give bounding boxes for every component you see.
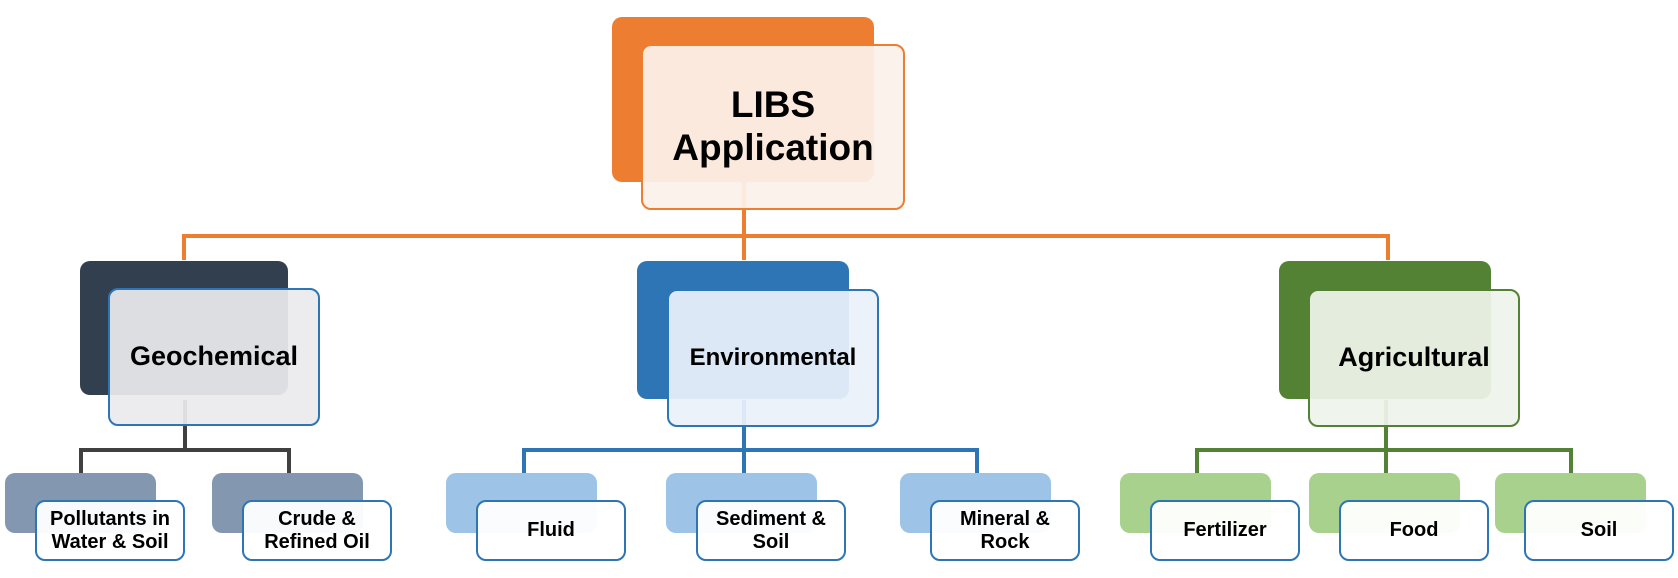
leaf-fluid: Fluid <box>476 500 626 561</box>
environmental-label: Environmental <box>689 344 857 372</box>
connector-root-agricultural <box>744 234 1390 260</box>
leaf-soil: Soil <box>1524 500 1674 561</box>
leaf-sediment-soil: Sediment & Soil <box>696 500 846 561</box>
environmental-node: Environmental <box>667 289 879 427</box>
connector-agr-right <box>1386 448 1573 474</box>
root-label-line2: Application <box>672 127 874 168</box>
leaf-food: Food <box>1339 500 1489 561</box>
leaf-mineral-rock: Mineral & Rock <box>930 500 1080 561</box>
leaf-fertilizer: Fertilizer <box>1150 500 1300 561</box>
geochemical-node: Geochemical <box>108 288 320 426</box>
leaf-crude-refined-oil: Crude & Refined Oil <box>242 500 392 561</box>
root-label-line1: LIBS <box>730 84 816 126</box>
connector-geo-right <box>185 448 291 474</box>
agricultural-node: Agricultural <box>1308 289 1520 427</box>
agricultural-label: Agricultural <box>1338 342 1490 373</box>
leaf-pollutants-in-water-soil: Pollutants in Water & Soil <box>35 500 185 561</box>
root-node: LIBS Application <box>641 44 905 210</box>
geochemical-label: Geochemical <box>129 341 299 372</box>
connector-env-right <box>744 448 979 474</box>
